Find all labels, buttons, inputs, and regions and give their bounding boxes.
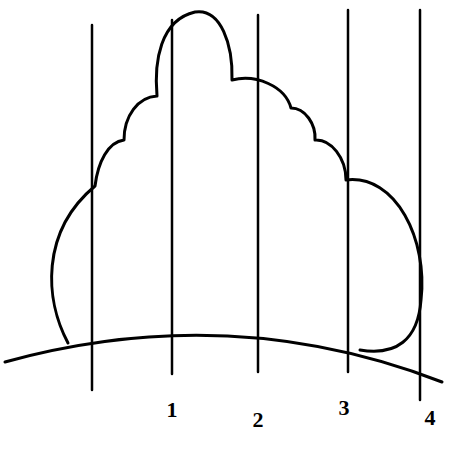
tree-crown-outline — [52, 12, 422, 352]
callout-number: 3 — [339, 397, 350, 419]
ground-line — [5, 335, 442, 382]
vertical-line — [91, 25, 94, 390]
callout-number: 4 — [425, 407, 436, 429]
vertical-line — [419, 10, 422, 400]
vertical-line — [347, 10, 350, 372]
callout-number: 2 — [253, 409, 264, 431]
vertical-line — [171, 20, 174, 374]
callout-number: 1 — [167, 399, 178, 421]
vertical-line — [257, 15, 260, 372]
